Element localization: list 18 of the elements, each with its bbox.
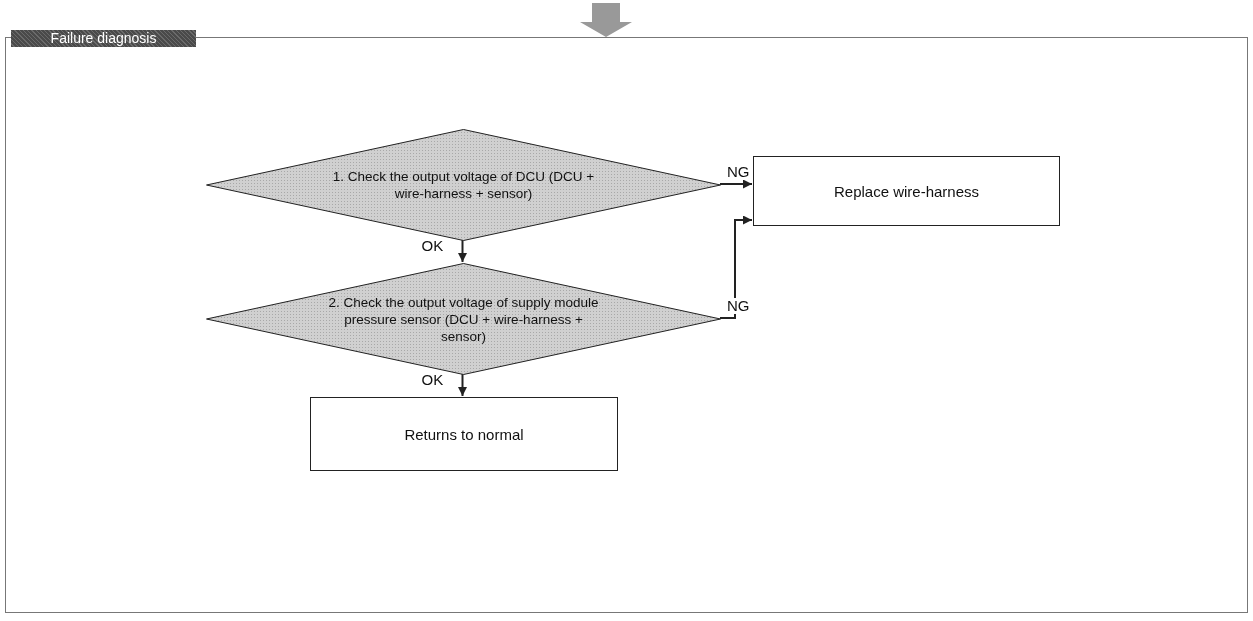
arrow [458,373,467,397]
process-text: Returns to normal [403,425,525,443]
decision-text: 1. Check the output voltage of DCU (DCU + wire-harness + sensor) [331,168,596,202]
edge-label: NG [726,298,751,314]
process-text: Replace wire-harness [832,182,981,200]
edge-label: OK [420,372,445,388]
edge-label: OK [420,238,445,254]
arrow [719,215,753,319]
panel-heading: Failure diagnosis [11,30,196,47]
decision-diamond [206,263,721,375]
arrow [458,239,467,263]
block-arrow [580,3,632,37]
process-box [753,156,1060,226]
decision-diamond [206,129,721,241]
decision-text: 2. Check the output voltage of supply module pressure sensor (DCU + wire-harness + sensor) [327,293,600,345]
process-box [310,397,618,471]
edge-label: NG [726,164,751,180]
arrow [719,179,753,189]
